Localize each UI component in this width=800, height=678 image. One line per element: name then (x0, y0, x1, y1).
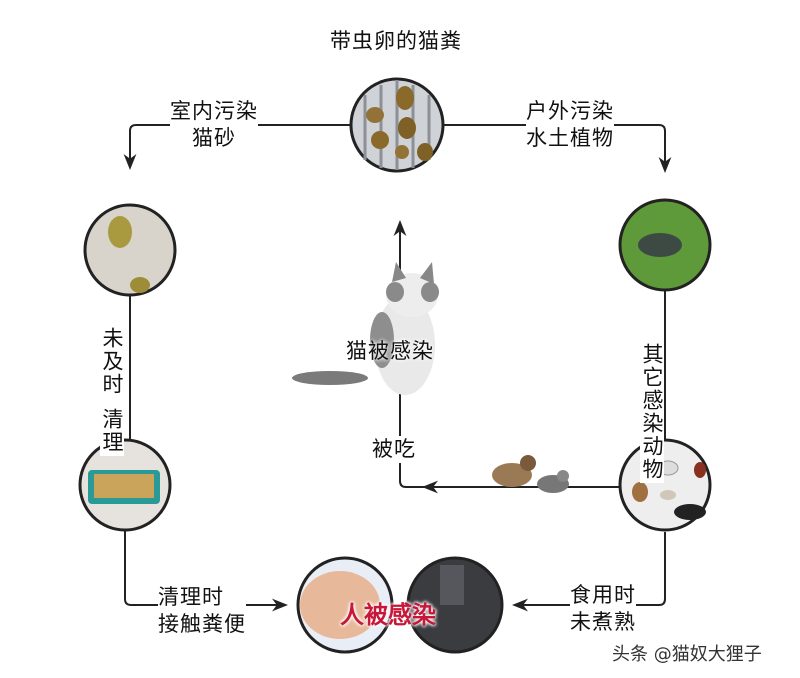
outdoor-line1: 户外污染 (526, 99, 614, 123)
cat-feces-image (349, 77, 445, 173)
not-cleaned-label: 未及时清理 (100, 325, 124, 456)
human-infected-label: 人被感染 (340, 601, 436, 629)
not-cleaned-col1: 未及时 (100, 327, 124, 396)
eating-undercooked-label: 食用时 未煮熟 (570, 582, 636, 636)
watermark: 头条 @猫奴大狸子 (612, 644, 762, 665)
cleaning-line2: 接触粪便 (158, 611, 246, 638)
not-cleaned-col2: 清理 (100, 408, 124, 454)
outdoor-line2: 水土植物 (526, 126, 614, 150)
eaten-label: 被吃 (372, 436, 416, 463)
eating-line1: 食用时 (570, 583, 636, 607)
other-animals-col1: 其它 (640, 343, 664, 389)
indoor-line1: 室内污染 (170, 99, 258, 123)
other-animals-label: 其它感染动物 (640, 315, 664, 483)
other-animals-col2: 感染动物 (640, 389, 664, 481)
diagram-title: 带虫卵的猫粪 (330, 28, 462, 55)
animals-image (618, 438, 712, 532)
bird-and-mouse-image (492, 455, 569, 493)
cat-litter-image (83, 203, 177, 297)
eating-line2: 未煮熟 (570, 610, 636, 634)
indoor-contamination-label: 室内污染 猫砂 (170, 98, 258, 152)
connector-lines (123, 124, 672, 612)
grass-water-image (618, 198, 712, 292)
cleaning-contact-label: 清理时 接触粪便 (158, 584, 246, 638)
cat-infected-label: 猫被感染 (346, 339, 434, 363)
litter-box-image (78, 438, 172, 532)
cleaning-line1: 清理时 (158, 584, 246, 611)
outdoor-contamination-label: 户外污染 水土植物 (526, 98, 614, 152)
cat-image (292, 262, 439, 395)
man-image (406, 556, 504, 654)
indoor-line2: 猫砂 (192, 126, 236, 150)
pregnant-woman-image (296, 556, 394, 654)
